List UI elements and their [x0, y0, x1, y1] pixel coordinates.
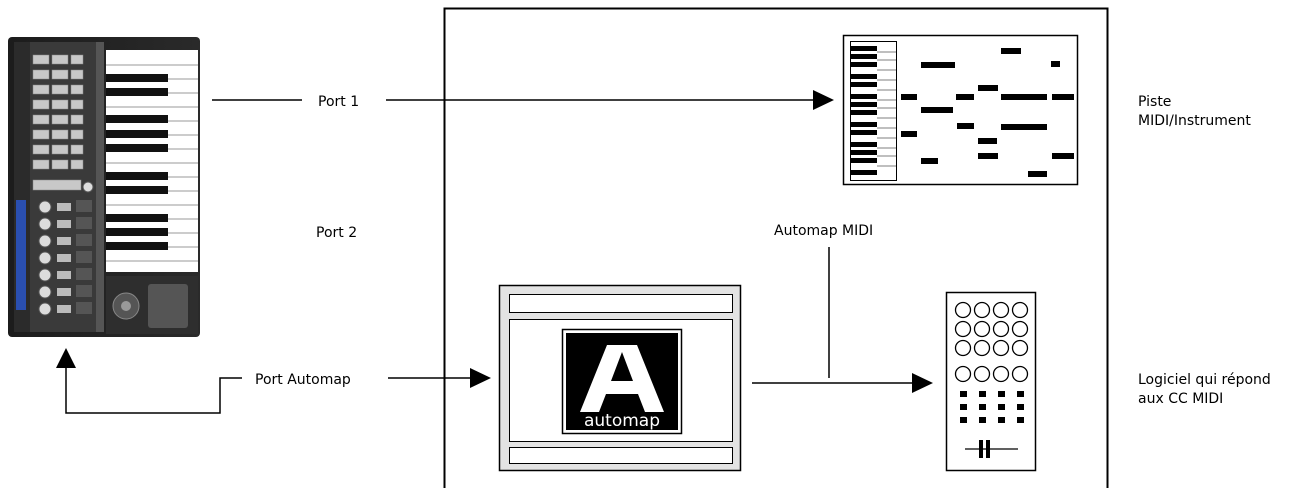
arrow-port-automap-icon — [470, 368, 491, 388]
piano-roll-window — [842, 34, 1079, 186]
port-automap-label: Port Automap — [255, 372, 351, 388]
logiciel-label-line1: Logiciel qui répond — [1138, 372, 1271, 388]
cc-controller-panel — [945, 291, 1037, 472]
automap-midi-label: Automap MIDI — [774, 223, 874, 239]
automap-logo-text: automap — [584, 411, 660, 431]
logiciel-label-line2: aux CC MIDI — [1138, 391, 1224, 407]
port-automap-return-line — [65, 368, 242, 414]
arrow-to-controller-icon — [912, 373, 933, 393]
midi-instrument-label: MIDI/Instrument — [1138, 113, 1251, 129]
port1-label: Port 1 — [318, 94, 360, 110]
midi-keyboard-controller — [8, 37, 200, 337]
arrow-up-to-keyboard-icon — [56, 348, 76, 368]
port2-label: Port 2 — [316, 225, 358, 241]
automap-a-letter-icon — [580, 345, 664, 412]
piste-label: Piste — [1138, 94, 1172, 110]
automap-window: automap — [498, 284, 742, 472]
arrow-port1-icon — [813, 90, 834, 110]
host-frame — [443, 7, 1109, 488]
